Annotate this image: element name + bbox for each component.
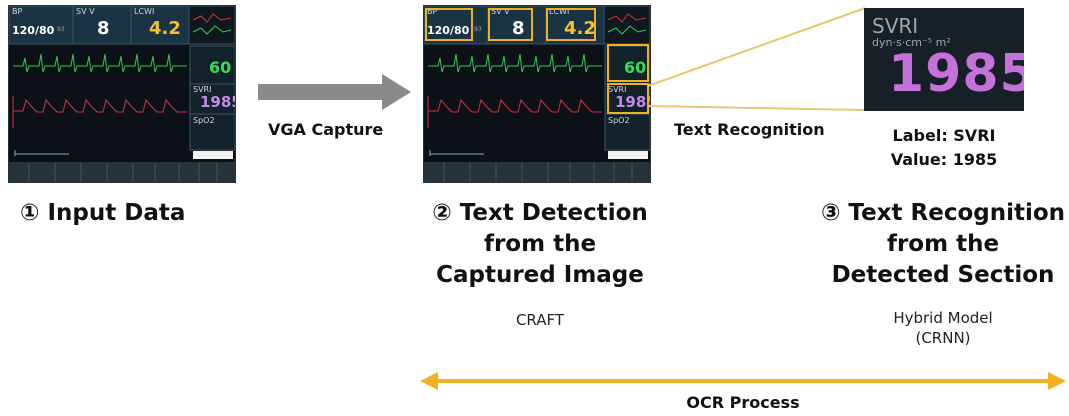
sv-value-2: 8 — [512, 18, 525, 39]
monitor-waveforms-2 — [424, 6, 650, 182]
detection-box-ci — [607, 44, 649, 82]
status-indicator — [193, 151, 233, 159]
lcwi-value: 4.2 — [149, 18, 181, 39]
vga-capture-arrow — [258, 74, 411, 110]
bp-label-2: BP — [427, 7, 438, 16]
sv-label: SV V — [76, 7, 95, 16]
zoom-svri-value: 1985 — [888, 44, 1024, 104]
recognition-result: Label: SVRI Value: 1985 — [864, 124, 1024, 172]
svri-zoom-crop: SVRI dyn·s·cm⁻⁵ m² 1985 — [864, 8, 1024, 111]
lcwi-label: LCWI — [134, 7, 155, 16]
bp-hr: 93 — [57, 26, 65, 33]
detection-box-lcwi — [546, 8, 596, 41]
detection-box-svri — [607, 83, 649, 114]
svri-label-2: SVRI — [608, 85, 627, 94]
step-3-title: ③ Text Recognition from the Detected Sec… — [820, 200, 1066, 288]
zoom-svri-unit: dyn·s·cm⁻⁵ m² — [872, 36, 951, 49]
lcwi-label-2: LCWI — [549, 7, 570, 16]
detection-box-bp — [425, 8, 473, 41]
sv-value: 8 — [97, 18, 110, 39]
step-2-method: CRAFT — [515, 311, 565, 329]
spo2-label: SpO2 — [193, 116, 215, 125]
spo2-label-2: SpO2 — [608, 116, 630, 125]
step-2-title: ② Text Detection from the Captured Image — [432, 200, 648, 288]
result-value-line: Value: 1985 — [890, 150, 998, 169]
ocr-process-arrow — [420, 372, 1066, 390]
lcwi-value-2: 4.2 — [564, 18, 596, 39]
input-monitor-screenshot: BP 120/80 93 SV V 8 LCWI 4.2 60 SVRI 198… — [8, 5, 236, 183]
monitor-waveforms — [9, 6, 235, 182]
zoom-guide-lines — [648, 7, 866, 111]
step-3-method: Hybrid Model (CRNN) — [893, 309, 993, 347]
vga-capture-label: VGA Capture — [268, 120, 384, 139]
step-1-title: ① Input Data — [20, 200, 186, 226]
detection-box-sv — [488, 8, 533, 41]
status-indicator-2 — [608, 151, 648, 159]
bp-value: 120/80 — [12, 24, 55, 37]
svri-value-2: 1985 — [615, 93, 650, 111]
ocr-process-label: OCR Process — [686, 393, 800, 412]
svri-value: 1985 — [200, 93, 235, 111]
zoom-svri-label: SVRI — [872, 14, 919, 38]
ci-value-2: 60 — [624, 58, 647, 77]
text-recognition-label: Text Recognition — [674, 120, 825, 139]
result-label-line: Label: SVRI — [892, 126, 996, 145]
ci-value: 60 — [209, 58, 232, 77]
bp-label: BP — [12, 7, 23, 16]
sv-label-2: SV V — [491, 7, 510, 16]
detection-monitor-screenshot: BP 120/80 93 SV V 8 LCWI 4.2 60 SVRI 198… — [423, 5, 651, 183]
svri-label: SVRI — [193, 85, 212, 94]
bp-hr-2: 93 — [474, 26, 482, 33]
bp-value-2: 120/80 — [427, 24, 470, 37]
